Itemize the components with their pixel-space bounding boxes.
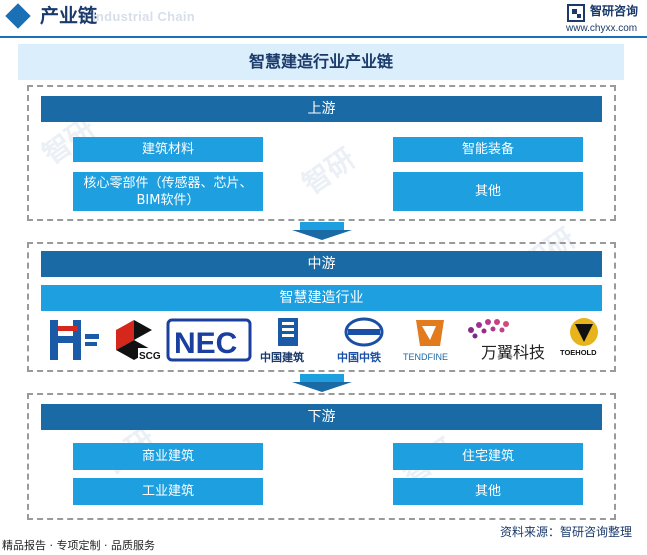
header-divider <box>0 36 647 38</box>
down-arrow-icon <box>292 222 352 240</box>
tendfine-logo: TENDFINE <box>403 320 448 362</box>
upstream-item-building-materials: 建筑材料 <box>73 137 263 162</box>
svg-text:万翼科技: 万翼科技 <box>481 343 545 362</box>
upstream-section <box>27 85 616 221</box>
upstream-item-other: 其他 <box>393 172 583 211</box>
svg-text:NEC: NEC <box>174 327 237 360</box>
brand-name: 智研咨询 <box>590 4 639 18</box>
brand-url[interactable]: www.chyxx.com <box>566 23 638 34</box>
svg-text:TOEHOLD: TOEHOLD <box>560 348 597 357</box>
brand-logo-icon <box>567 4 585 22</box>
svg-text:TENDFINE: TENDFINE <box>403 352 448 362</box>
crec-logo: 中国中铁 <box>337 317 384 364</box>
upstream-item-core-components: 核心零部件（传感器、芯片、BIM软件） <box>73 172 263 211</box>
downstream-header: 下游 <box>41 404 602 430</box>
midstream-section <box>27 242 616 372</box>
midstream-industry: 智慧建造行业 <box>41 285 602 311</box>
svg-text:中国中铁: 中国中铁 <box>337 350 381 364</box>
svg-text:中国建筑: 中国建筑 <box>260 350 304 364</box>
midstream-header: 中游 <box>41 251 602 277</box>
downstream-item-commercial: 商业建筑 <box>73 443 263 470</box>
upstream-header: 上游 <box>41 96 602 122</box>
header-watermark-text: Industrial Chain <box>92 9 196 24</box>
downstream-item-other: 其他 <box>393 478 583 505</box>
wanyi-logo: 万翼科技 <box>468 319 545 362</box>
downstream-section <box>27 393 616 520</box>
downstream-item-residential: 住宅建筑 <box>393 443 583 470</box>
cscec-logo: 中国建筑 <box>260 318 304 364</box>
scg-logo: SCG <box>116 320 161 362</box>
svg-text:SCG: SCG <box>139 351 161 362</box>
downstream-item-industrial: 工业建筑 <box>73 478 263 505</box>
hongxing-logo <box>50 320 99 360</box>
down-arrow-icon <box>292 374 352 392</box>
footer-slogan: 精品报告 · 专项定制 · 品质服务 <box>2 539 155 552</box>
toehold-logo: TOEHOLD <box>560 318 598 357</box>
source-note: 资料来源：智研咨询整理 <box>500 525 633 539</box>
header-diamond-icon <box>5 3 31 29</box>
diagram-title: 智慧建造行业产业链 <box>18 44 624 80</box>
upstream-item-smart-equipment: 智能装备 <box>393 137 583 162</box>
nec-logo: NEC <box>166 318 252 362</box>
page-title: 产业链 <box>40 5 98 27</box>
